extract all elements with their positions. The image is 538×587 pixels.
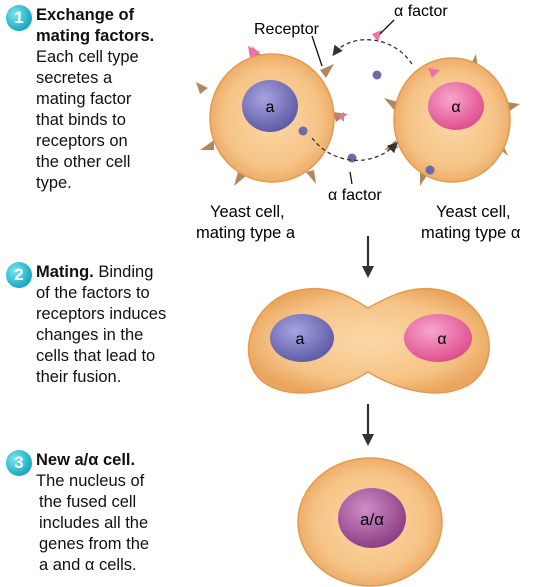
cell-alpha-nucleus [428, 82, 484, 130]
cell-a-caption-line1: Yeast cell, [210, 203, 285, 221]
step-1-title-line1: Exchange of [36, 6, 135, 24]
a-factor [347, 153, 357, 163]
cell-a-caption-line2: mating type a [196, 224, 296, 242]
a-factor [425, 165, 435, 175]
step-2-badge: 2 [6, 262, 32, 288]
alpha-factor [248, 46, 260, 58]
step-3-line5: genes from the [39, 535, 150, 553]
step-2-line1: Mating. Binding [36, 263, 153, 281]
receptor [333, 112, 348, 122]
receptor-label: Receptor [254, 21, 320, 38]
receptor [196, 82, 208, 94]
step-3-text: New a/α cell. The nucleus of the fused c… [36, 450, 149, 576]
alpha-factor [428, 68, 440, 78]
step-3-badge: 3 [6, 450, 32, 476]
receptor [384, 140, 398, 150]
receptor [320, 64, 334, 78]
receptor [506, 102, 520, 112]
receptor [200, 140, 214, 150]
new-cell-body [297, 457, 443, 587]
receptor [252, 46, 262, 58]
fused-nucleus-a-label: a [296, 331, 305, 348]
factor-arrow-bottom [311, 137, 398, 162]
fused-nucleus-alpha-label: α [437, 331, 446, 348]
fused-cell-body [247, 287, 490, 394]
step-1-line5: mating factor [36, 90, 132, 108]
step-2-title: Mating. [36, 263, 94, 281]
step-1-line7: receptors on [36, 132, 128, 150]
receptor [384, 98, 398, 110]
alpha-factor [338, 112, 344, 122]
receptor-pointer [311, 35, 323, 67]
step-2-line1-rest: Binding [93, 263, 154, 281]
cell-a-nucleus [242, 80, 298, 132]
alpha-factor-bottom-label: α factor [328, 187, 382, 204]
receptor [470, 54, 478, 68]
a-factor [298, 126, 308, 136]
alpha-factor [372, 30, 382, 42]
step-3-title: New a/α cell. [36, 451, 136, 469]
step-3-line2: The nucleus of [36, 472, 145, 490]
receptor [234, 172, 246, 186]
step-2-line6: their fusion. [36, 368, 122, 386]
down-arrow-1-head [362, 266, 374, 278]
a-factor [372, 70, 382, 80]
step-1-title-line2: mating factors. [36, 27, 155, 45]
cell-alpha-body [393, 57, 511, 183]
cell-alpha-nucleus-label: α [451, 99, 460, 116]
new-cell-nucleus [338, 488, 406, 548]
step-1-line3: Each cell type [36, 48, 139, 66]
step-1-text: Exchange of mating factors. Each cell ty… [36, 5, 154, 194]
receptor [496, 142, 508, 156]
step-2-line4: changes in the [36, 326, 144, 344]
fused-nucleus-alpha [404, 314, 472, 362]
step-2-line3: receptors induces [36, 305, 167, 323]
step-3-line3: the fused cell [39, 493, 137, 511]
new-cell: a/α [297, 457, 443, 587]
step-2-line2: of the factors to [36, 284, 150, 302]
factor-arrow-top [332, 39, 413, 65]
down-arrow-2-head [362, 434, 374, 446]
cell-a-nucleus-label: a [266, 99, 275, 116]
receptor [306, 170, 316, 184]
cell-alpha: α [384, 54, 520, 186]
alpha-factor-bottom-pointer [349, 171, 353, 185]
new-cell-nucleus-label: a/α [360, 510, 384, 529]
receptor [420, 172, 428, 186]
step-1-line6: that binds to [36, 111, 126, 129]
cell-a-body [209, 53, 335, 183]
cell-alpha-caption-line2: mating type α [421, 224, 521, 242]
fused-cell: a α [247, 287, 490, 394]
step-2-text: Mating. Binding of the factors to recept… [36, 262, 166, 388]
cell-a: a [196, 46, 348, 186]
step-3-line6: a and α cells. [39, 556, 137, 574]
step-1-line9: type. [36, 174, 72, 192]
step-1-line4: secretes a [36, 69, 113, 87]
alpha-factor-top-pointer [379, 19, 395, 35]
cell-alpha-caption-line1: Yeast cell, [436, 203, 511, 221]
step-2-line5: cells that lead to [36, 347, 156, 365]
step-3-line4: includes all the [39, 514, 149, 532]
step-1-line8: the other cell [36, 153, 131, 171]
alpha-factor-top-label: α factor [394, 3, 448, 20]
step-1-badge: 1 [6, 5, 32, 31]
fused-nucleus-a [270, 314, 334, 362]
